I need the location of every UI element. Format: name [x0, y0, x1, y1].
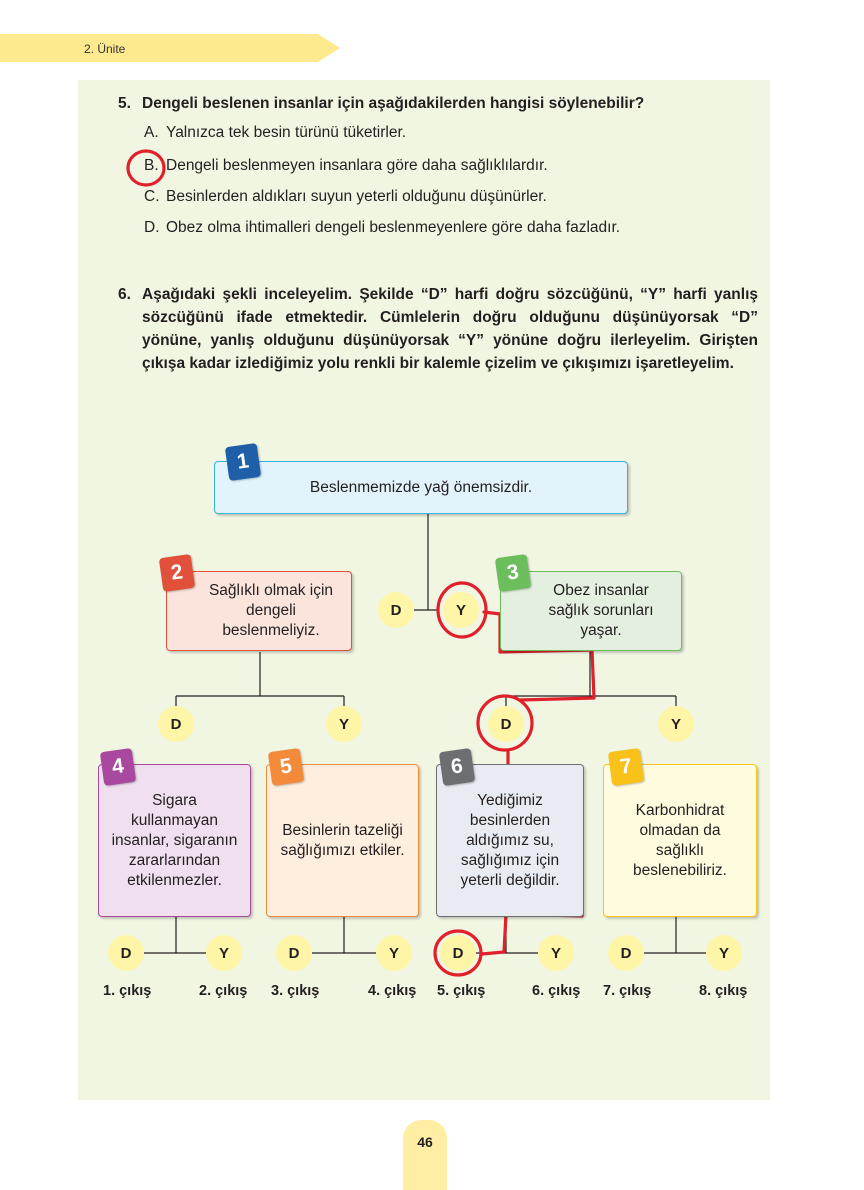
flow-box-1: Beslenmemizde yağ önemsizdir.: [214, 461, 628, 514]
badge-7: 7: [607, 747, 645, 787]
flow-box-text: Beslenmemizde yağ önemsizdir.: [309, 478, 533, 496]
flow-box-4: Sigara kullanmayan insanlar, sigaranın z…: [98, 764, 251, 917]
flow-box-text: Sağlıklı olmak için dengeli beslenmeliyi…: [208, 582, 334, 639]
choice-d-box5[interactable]: D: [276, 935, 312, 971]
badge-6: 6: [438, 747, 476, 787]
flow-box-6: Yediğimiz besinlerden aldığımız su, sağl…: [436, 764, 584, 917]
badge-4: 4: [99, 747, 137, 787]
question-5-number: 5.: [118, 95, 131, 112]
exit-2: 2. çıkış: [199, 983, 248, 999]
question-6-text: Aşağıdaki şekli inceleyelim. Şekilde “D”…: [142, 286, 758, 372]
exit-4: 4. çıkış: [368, 983, 417, 999]
exit-3: 3. çıkış: [271, 983, 320, 999]
page-number: 46: [417, 1134, 433, 1150]
q5-option-b[interactable]: B. Dengeli beslenmeyen insanlara göre dah…: [144, 157, 548, 175]
flow-box-5: Besinlerin tazeliği sağlığımızı etkiler.: [266, 764, 419, 917]
answer-mark-circle: [126, 149, 166, 187]
choice-y-box2[interactable]: Y: [326, 706, 362, 742]
exit-5: 5. çıkış: [437, 983, 486, 999]
choice-y-box1[interactable]: Y: [443, 592, 479, 628]
choice-y-box3[interactable]: Y: [658, 706, 694, 742]
flow-box-text: Karbonhidrat olmadan da sağlıklı beslene…: [633, 801, 727, 879]
badge-5: 5: [267, 747, 305, 787]
choice-d-box7[interactable]: D: [608, 935, 644, 971]
question-5-text: Dengeli beslenen insanlar için aşağıdaki…: [142, 95, 645, 112]
q5-option-c[interactable]: C. Besinlerden aldıkları suyun yeterli ol…: [144, 188, 547, 206]
flow-box-7: Karbonhidrat olmadan da sağlıklı beslene…: [603, 764, 757, 917]
flow-box-text: Yediğimiz besinlerden aldığımız su, sağl…: [460, 791, 560, 889]
option-letter: D.: [144, 219, 160, 236]
badge-2: 2: [158, 553, 196, 593]
option-letter: B.: [144, 157, 159, 174]
choice-d-box6[interactable]: D: [440, 935, 476, 971]
choice-d-box3[interactable]: D: [488, 706, 524, 742]
question-6-number: 6.: [118, 286, 131, 303]
choice-y-box4[interactable]: Y: [206, 935, 242, 971]
flow-box-text: Sigara kullanmayan insanlar, sigaranın z…: [111, 791, 238, 889]
y-choice-circle: [436, 581, 488, 639]
page-number-tab: [403, 1120, 447, 1190]
choice-y-box5[interactable]: Y: [376, 935, 412, 971]
choice-d-box1[interactable]: D: [378, 592, 414, 628]
badge-1: 1: [224, 442, 262, 482]
option-text: Besinlerden aldıkları suyun yeterli oldu…: [166, 188, 547, 205]
exit-8: 8. çıkış: [699, 983, 748, 999]
path-segment-1: [482, 610, 596, 702]
choice-d-box4[interactable]: D: [108, 935, 144, 971]
choice-y-box6[interactable]: Y: [538, 935, 574, 971]
d-choice-circle: [476, 694, 534, 752]
option-letter: A.: [144, 124, 159, 141]
exit-1: 1. çıkış: [103, 983, 152, 999]
question-6: 6. Aşağıdaki şekli inceleyelim. Şekilde …: [118, 283, 758, 375]
flow-box-text: Besinlerin tazeliği sağlığımızı etkiler.: [280, 821, 405, 859]
exit-6: 6. çıkış: [532, 983, 581, 999]
unit-tab: [0, 34, 340, 62]
unit-label: 2. Ünite: [84, 42, 126, 56]
q5-option-d[interactable]: D. Obez olma ihtimalleri dengeli beslenme…: [144, 219, 620, 237]
option-text: Yalnızca tek besin türünü tüketirler.: [166, 124, 407, 141]
question-5: 5. Dengeli beslenen insanlar için aşağıd…: [118, 92, 758, 115]
flow-box-text: Obez insanlar sağlık sorunları yaşar.: [548, 582, 654, 639]
choice-d-box2[interactable]: D: [158, 706, 194, 742]
badge-3: 3: [494, 553, 532, 593]
q5-option-a[interactable]: A. Yalnızca tek besin türünü tüketirler.: [144, 124, 406, 142]
flow-box-2: Sağlıklı olmak için dengeli beslenmeliyi…: [166, 571, 352, 651]
exit-7: 7. çıkış: [603, 983, 652, 999]
choice-y-box7[interactable]: Y: [706, 935, 742, 971]
option-text: Obez olma ihtimalleri dengeli beslenmeye…: [166, 219, 621, 236]
option-text: Dengeli beslenmeyen insanlara göre daha …: [166, 157, 548, 174]
option-letter: C.: [144, 188, 160, 205]
